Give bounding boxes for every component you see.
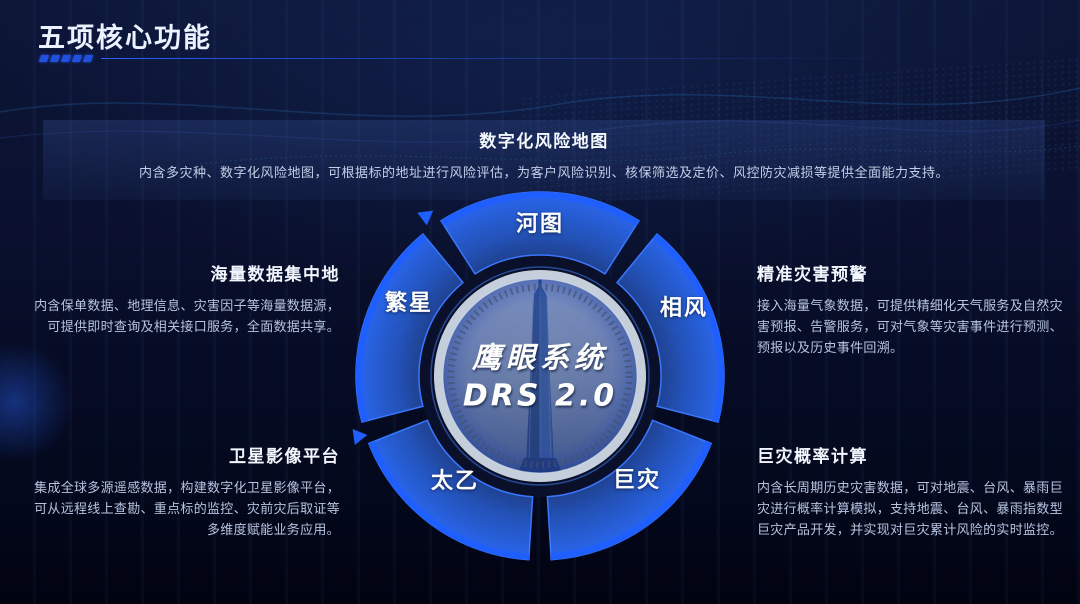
- feature-description: 内含保单数据、地理信息、灾害因子等海量数据源，可提供即时查询及相关接口服务，全面…: [34, 298, 340, 334]
- feature-title: 巨灾概率计算: [757, 447, 868, 466]
- segment-label-fanxing: 繁星: [384, 290, 434, 315]
- deco-square: [38, 55, 50, 62]
- system-title: 鹰眼系统 DRS 2.0: [463, 335, 617, 414]
- title-decoration: [38, 55, 893, 62]
- feature-description: 集成全球多源遥感数据，构建数字化卫星影像平台，可从远程线上查勘、重点标的监控、灾…: [34, 480, 340, 537]
- deco-square: [71, 55, 83, 62]
- feature-title: 精准灾害预警: [757, 265, 868, 284]
- rotation-arrow-icon: [417, 210, 434, 226]
- segment-label-taiyi: 太乙: [430, 468, 480, 493]
- photo-border: [442, 278, 638, 474]
- core-wheel-diagram: [330, 166, 750, 586]
- segment-label-juzai: 巨灾: [612, 467, 662, 492]
- banner-description: 内含多灾种、数字化风险地图，可根据标的地址进行风险评估，为客户风险识别、核保筛选…: [138, 165, 949, 180]
- dial-outer-ring: [430, 266, 650, 486]
- rotation-arrow-icon: [352, 429, 368, 445]
- skyscraper-graphic: [443, 279, 637, 473]
- wheel-outer-rims: [355, 191, 725, 560]
- deco-square: [60, 55, 72, 62]
- feature-title: 卫星影像平台: [229, 447, 340, 466]
- segment-label-hetu: 河图: [515, 211, 565, 236]
- deco-line: [101, 58, 893, 59]
- segment-label-xiangfeng: 相风: [659, 295, 709, 320]
- banner-title: 数字化风险地图: [479, 132, 609, 151]
- page-title: 五项核心功能: [38, 23, 212, 53]
- feature-title: 海量数据集中地: [210, 265, 340, 284]
- feature-block-mass-data: 海量数据集中地 内含保单数据、地理信息、灾害因子等海量数据源，可提供即时查询及相…: [34, 260, 340, 337]
- wheel-graphic: [352, 191, 725, 561]
- system-version: DRS 2.0: [462, 378, 618, 414]
- dial-ticks: [447, 283, 633, 469]
- feature-description: 接入海量气象数据，可提供精细化天气服务及自然灾害预报、告警服务，可对气象等灾害事…: [757, 298, 1063, 355]
- feature-description: 内含长周期历史灾害数据，可对地震、台风、暴雨巨灾进行概率计算模拟，支持地震、台风…: [757, 480, 1063, 537]
- top-banner-panel: 数字化风险地图 内含多灾种、数字化风险地图，可根据标的地址进行风险评估，为客户风…: [43, 120, 1045, 200]
- deco-square: [82, 55, 94, 62]
- deco-square: [49, 55, 61, 62]
- feature-block-catastrophe-probability: 巨灾概率计算 内含长周期历史灾害数据，可对地震、台风、暴雨巨灾进行概率计算模拟，…: [757, 442, 1063, 540]
- system-name: 鹰眼系统: [471, 340, 609, 375]
- feature-block-disaster-warning: 精准灾害预警 接入海量气象数据，可提供精细化天气服务及自然灾害预报、告警服务，可…: [757, 260, 1063, 358]
- feature-block-satellite-imagery: 卫星影像平台 集成全球多源遥感数据，构建数字化卫星影像平台，可从远程线上查勘、重…: [34, 442, 340, 540]
